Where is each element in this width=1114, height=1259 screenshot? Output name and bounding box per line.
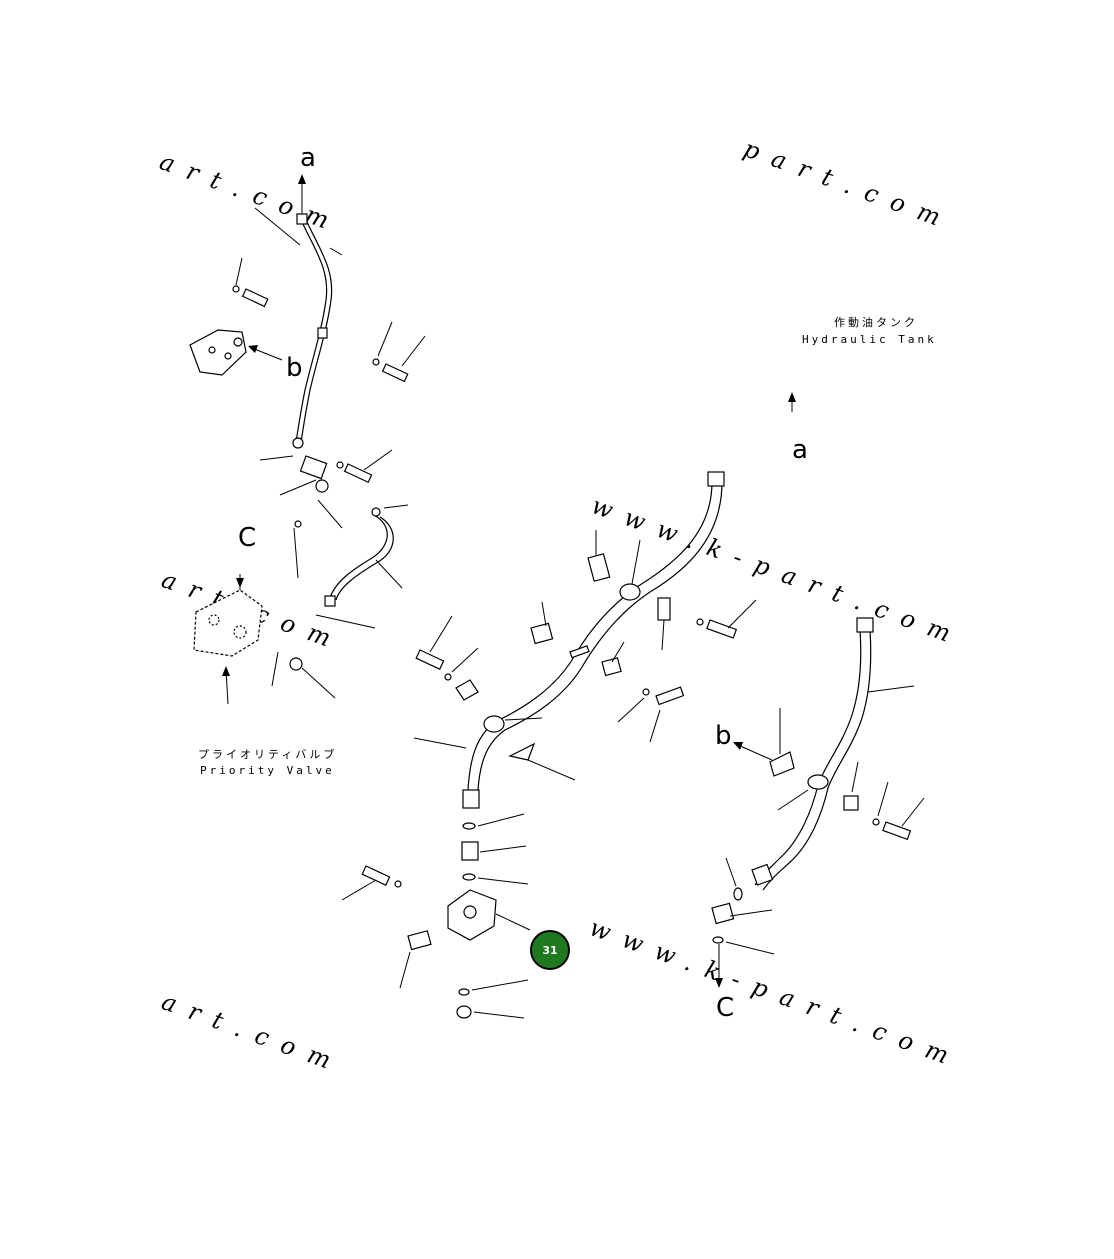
svg-text:a: a: [792, 435, 808, 465]
bolt-upper-left: [232, 257, 269, 308]
bolt-main-right: [696, 599, 757, 639]
clip-main: [508, 742, 576, 781]
svg-text:a: a: [300, 143, 316, 173]
watermark-top-right: part.com: [740, 134, 957, 236]
watermark-bottom-right: www.k-part.com: [586, 913, 966, 1074]
bolt-right: [872, 781, 925, 841]
valve-label-jp: プライオリティバルブ: [198, 747, 337, 761]
bolt-main-middle: [617, 686, 685, 743]
callout-b-left: b: [248, 345, 303, 383]
callout-c-bottom: C: [715, 944, 734, 1023]
clamp-main-4: [601, 641, 625, 677]
tank-label-jp: 作動油タンク: [834, 315, 918, 329]
clamp-main-5: [657, 597, 671, 651]
part-badge-31[interactable]: 31: [530, 930, 570, 970]
oring-1: [462, 813, 525, 830]
bent-pipe-left: [293, 504, 409, 629]
fitting-1: [461, 841, 527, 861]
watermark-top-left: art.com: [156, 147, 346, 239]
svg-text:b: b: [286, 353, 303, 383]
clamp-main-2: [530, 601, 554, 645]
oring-right: [725, 857, 743, 901]
bolt-lower-left: [341, 865, 402, 901]
priority-valve: [193, 589, 336, 705]
bracket-right: [769, 708, 795, 777]
callout-a-right: a: [788, 392, 808, 465]
callout-a-top: a: [298, 143, 316, 220]
bolt-upper-middle: [372, 321, 426, 383]
bolt-main-left: [415, 615, 479, 701]
clamp-right: [843, 761, 859, 811]
clamp-main-3: [569, 645, 590, 659]
svg-text:C: C: [716, 993, 734, 1023]
clamp-main-1: [587, 530, 611, 582]
upper-left-hose: [254, 207, 343, 449]
oring-2: [462, 873, 529, 885]
valve-label-en: Priority Valve: [200, 764, 335, 777]
right-hose: [751, 617, 915, 891]
watermark-middle-right: www.k-part.com: [588, 491, 968, 652]
callout-b-right: b: [715, 721, 773, 761]
fitting-lower-left: [399, 930, 432, 989]
svg-text:b: b: [715, 721, 732, 751]
tank-label-en: Hydraulic Tank: [802, 333, 937, 346]
clamp-group-upper: [259, 449, 393, 529]
svg-text:C: C: [238, 523, 256, 553]
valve-block: [447, 889, 531, 941]
part-badge-number: 31: [542, 944, 557, 957]
fitting-2: [456, 1005, 525, 1019]
watermark-bottom-left: art.com: [158, 987, 348, 1079]
bracket-left: [189, 329, 247, 376]
oring-3: [458, 979, 529, 996]
fitting-right: [711, 902, 775, 955]
callout-c-left: C: [236, 523, 256, 590]
